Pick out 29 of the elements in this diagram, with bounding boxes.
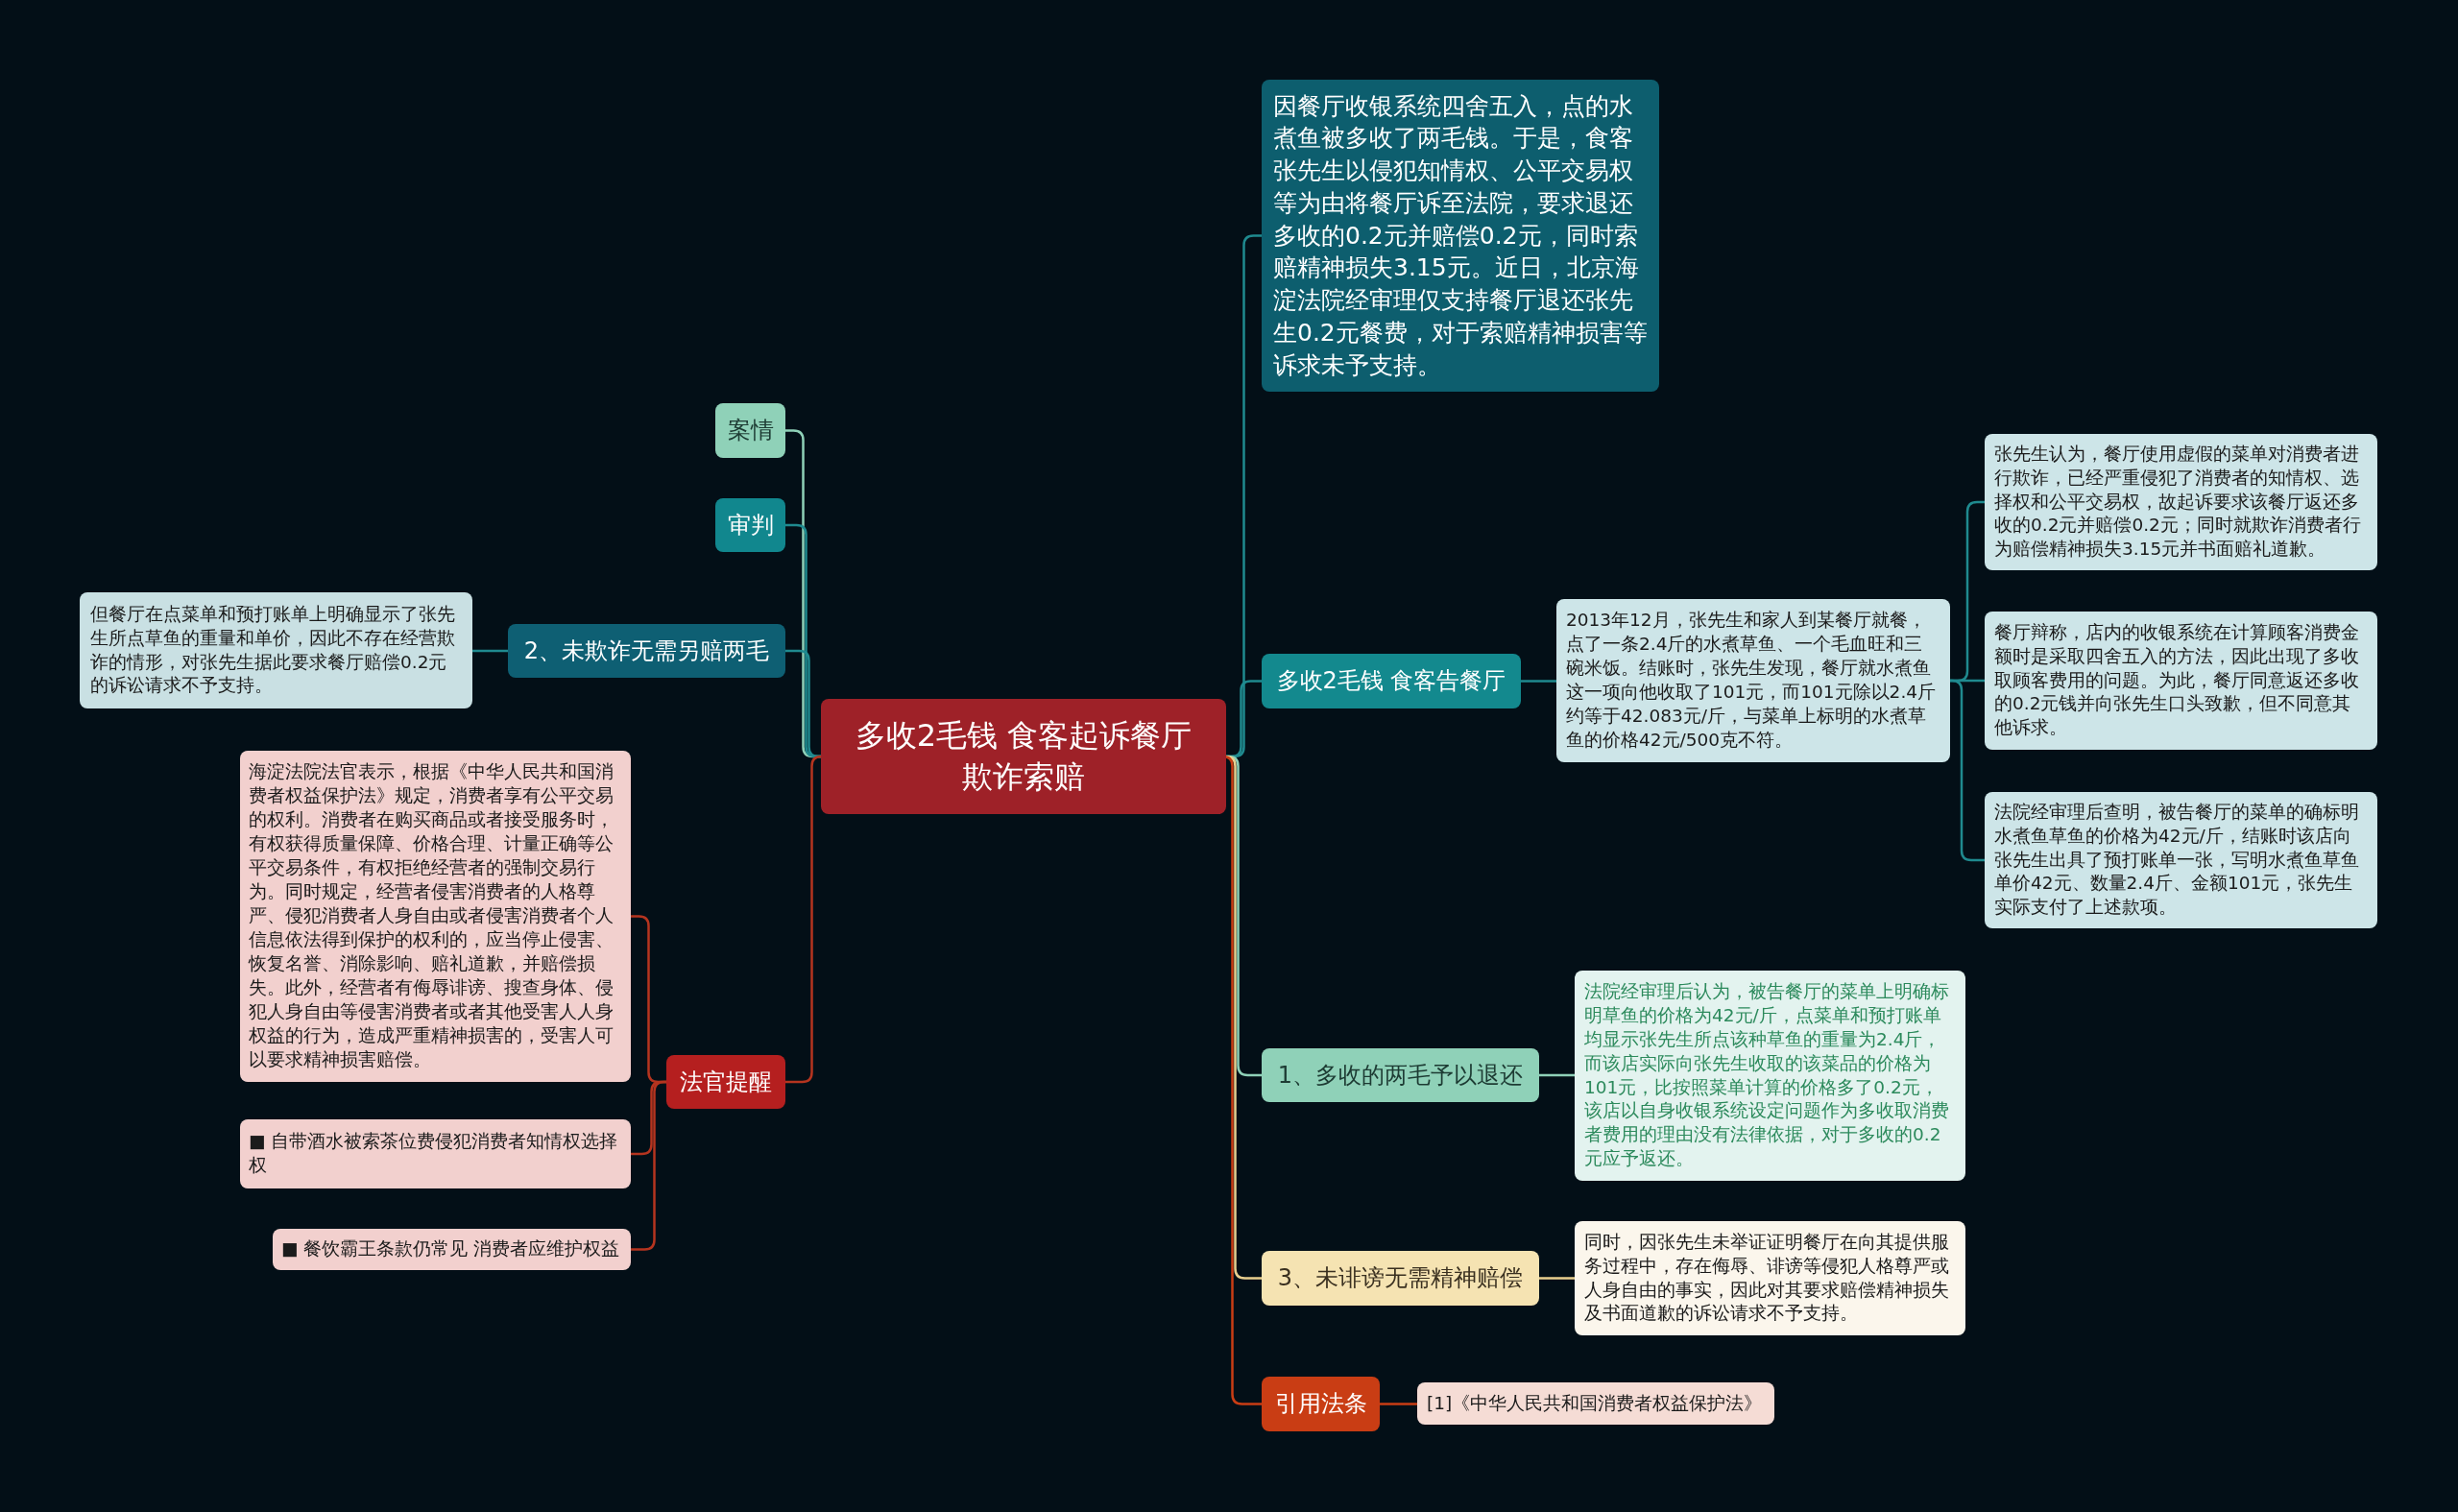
topic-box: 案情 xyxy=(715,403,785,458)
note-box: 法院经审理后认为，被告餐厅的菜单上明确标明草鱼的价格为42元/斤，点菜单和预打账单均显示张先生所点该种草鱼的重量为2.4斤，而该店实际向张先生收取的该菜品的价格为101元，比按照菜单计算的价格多了0.2元，该店以自身收银系统设定问题作为多收取消费者费用的理由没有法律依据，对于多收的0.2元应予返还。 xyxy=(1575,971,1965,1181)
connector-line xyxy=(1539,1073,1575,1077)
note-box: 张先生认为，餐厅使用虚假的菜单对消费者进行欺诈，已经严重侵犯了消费者的知情权、选择权和公平交易权，故起诉要求该餐厅返还多收的0.2元并赔偿0.2元；同时就欺诈消费者行为赔偿精神损失3.15元并书面赔礼道歉。 xyxy=(1985,434,2377,570)
note-box: 2013年12月，张先生和家人到某餐厅就餐，点了一条2.4斤的水煮草鱼、一个毛血旺和三碗米饭。结账时，张先生发现，餐厅就水煮鱼这一项向他收取了101元，而101元除以2.4斤约等于42.083元/斤，与菜单上标明的水煮草鱼的价格42元/500克不符。 xyxy=(1556,599,1950,762)
note-box: 因餐厅收银系统四舍五入，点的水煮鱼被多收了两毛钱。于是，食客张先生以侵犯知情权、公平交易权等为由将餐厅诉至法院，要求退还多收的0.2元并赔偿0.2元，同时索赔精神损失3.15元。近日，北京海淀法院经审理仅支持餐厅退还张先生0.2元餐费，对于索赔精神损害等诉求未予支持。 xyxy=(1262,80,1659,392)
topic-box: 3、未诽谤无需精神赔偿 xyxy=(1262,1251,1539,1306)
connector-line xyxy=(1380,1403,1417,1405)
connector-line xyxy=(785,755,823,1084)
connector-line xyxy=(1539,1277,1575,1280)
connector-line xyxy=(1950,679,1985,862)
note-box: ■ 餐饮霸王条款仍常见 消费者应维护权益 xyxy=(273,1229,631,1270)
connector-line xyxy=(472,649,508,653)
topic-box: 引用法条 xyxy=(1262,1377,1380,1431)
topic-box: 审判 xyxy=(715,498,785,552)
topic-box: 法官提醒 xyxy=(666,1055,785,1109)
connector-line xyxy=(631,1080,666,1251)
topic-box: 2、未欺诈无需另赔两毛 xyxy=(508,624,785,678)
note-box: 海淀法院法官表示，根据《中华人民共和国消费者权益保护法》规定，消费者享有公平交易的权利。消费者在购买商品或者接受服务时，有权获得质量保障、价格合理、计量正确等公平交易条件，有权拒绝经营者的强制交易行为。同时规定，经营者侵害消费者的人格尊严、侵犯消费者人身自由或者侵害消费者个人信息依法得到保护的权利的，应当停止侵害、恢复名誉、消除影响、赔礼道歉，并赔偿损失。此外，经营者有侮辱诽谤、搜查身体、侵犯人身自由等侵害消费者或者其他受害人人身权益的行为，造成严重精神损害的，受害人可以要求精神损害赔偿。 xyxy=(240,751,631,1082)
root-topic-box: 多收2毛钱 食客起诉餐厅欺诈索赔 xyxy=(821,699,1226,814)
connector-line xyxy=(1521,680,1556,683)
note-box: [1]《中华人民共和国消费者权益保护法》 xyxy=(1417,1382,1774,1425)
note-box: ■ 自带酒水被索茶位费侵犯消费者知情权选择权 xyxy=(240,1119,631,1188)
note-box: 餐厅辩称，店内的收银系统在计算顾客消费金额时是采取四舍五入的方法，因此出现了多收取顾客费用的问题。为此，餐厅同意返还多收的0.2元钱并向张先生口头致歉，但不同意其他诉求。 xyxy=(1985,612,2377,750)
topic-box: 多收2毛钱 食客告餐厅 xyxy=(1262,654,1521,708)
note-box: 法院经审理后查明，被告餐厅的菜单的确标明水煮鱼草鱼的价格为42元/斤，结账时该店向张先生出具了预打账单一张，写明水煮鱼草鱼单价42元、数量2.4斤、金额101元，张先生实际支付了上述款项。 xyxy=(1985,792,2377,928)
note-box: 但餐厅在点菜单和预打账单上明确显示了张先生所点草鱼的重量和单价，因此不存在经营欺诈的情形，对张先生据此要求餐厅赔偿0.2元的诉讼请求不予支持。 xyxy=(80,592,472,708)
topic-box: 1、多收的两毛予以退还 xyxy=(1262,1048,1539,1102)
note-box: 同时，因张先生未举证证明餐厅在向其提供服务过程中，存在侮辱、诽谤等侵犯人格尊严或人身自由的事实，因此对其要求赔偿精神损失及书面道歉的诉讼请求不予支持。 xyxy=(1575,1221,1965,1335)
